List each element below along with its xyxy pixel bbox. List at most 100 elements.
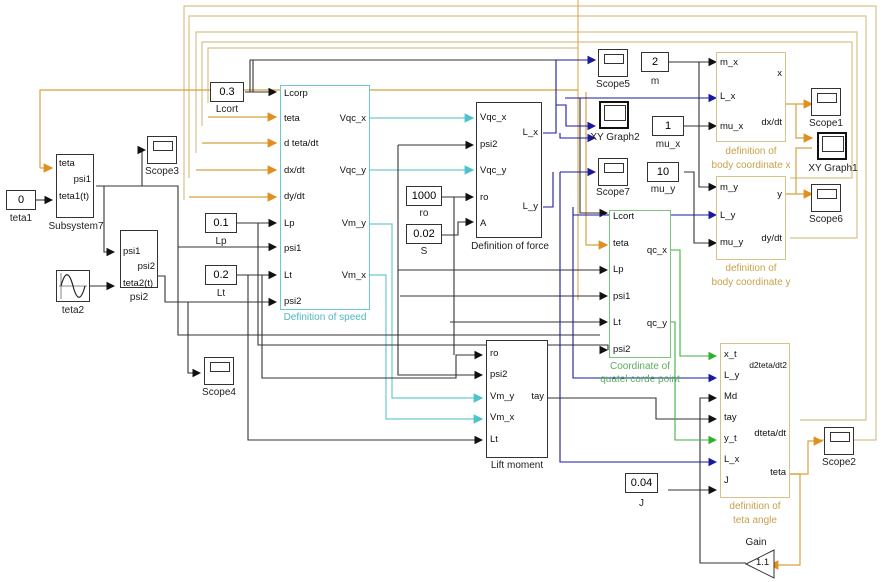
- port-in: psi1: [123, 246, 141, 257]
- label-definition-of-force: Definition of force: [471, 241, 549, 252]
- label-lift-moment: Lift moment: [490, 460, 544, 471]
- port-out: dteta/dt: [754, 428, 786, 439]
- label-definition-of-speed: Definition of speed: [283, 312, 367, 323]
- constant-teta1[interactable]: 0: [6, 190, 36, 210]
- port-in: y_t: [724, 433, 737, 444]
- port-out: teta: [770, 467, 786, 478]
- label-subsystem7: Subsystem7: [48, 221, 104, 232]
- port-out: qc_y: [646, 318, 667, 329]
- constant-j[interactable]: 0.04: [625, 473, 658, 493]
- port-out: Vqc_y: [339, 165, 366, 176]
- constant-ro[interactable]: 1000: [406, 186, 442, 206]
- label-mu-x: mu_x: [655, 139, 681, 150]
- label-definition-of: definition of: [725, 146, 777, 157]
- label-teta-angle: teta angle: [733, 515, 777, 526]
- label-lt: Lt: [216, 288, 226, 299]
- port-out: dx/dt: [761, 117, 782, 128]
- port-in: L_x: [720, 91, 736, 102]
- block-subsystem7[interactable]: teta psi1 teta1(t): [56, 154, 94, 218]
- block-body-coordinate-x[interactable]: m_x L_x mu_x x dx/dt: [716, 52, 786, 142]
- scope1[interactable]: [811, 88, 841, 116]
- label-quarter-chord-point: quatel corde point: [600, 374, 680, 385]
- block-lift-moment[interactable]: ro psi2 Vm_y Vm_x Lt tay: [486, 340, 548, 458]
- port-in: teta: [59, 158, 75, 169]
- label-body-coordinate-x: body coordinate x: [711, 160, 791, 171]
- scope3[interactable]: [147, 136, 177, 164]
- port-out: Vqc_x: [339, 113, 366, 124]
- scope5[interactable]: [598, 49, 628, 77]
- port-in: J: [724, 475, 729, 486]
- sine-wave-source[interactable]: [56, 270, 90, 302]
- label-lp: Lp: [215, 236, 227, 247]
- wire-tan: [183, 5, 877, 441]
- port-in: teta: [284, 113, 300, 124]
- port-out: dy/dt: [761, 233, 782, 244]
- xy-graph2[interactable]: [599, 101, 629, 129]
- port-in: A: [480, 218, 487, 229]
- scope7[interactable]: [598, 158, 628, 186]
- label-teta1: teta1: [9, 213, 33, 224]
- label-coordinate-of: Coordinate of: [609, 361, 671, 372]
- port-in: dx/dt: [284, 165, 305, 176]
- port-in: Lt: [490, 434, 498, 445]
- port-in: m_y: [720, 182, 738, 193]
- constant-mu-y[interactable]: 10: [647, 162, 679, 182]
- label-xy-graph2: XY Graph2: [590, 132, 640, 143]
- scope6[interactable]: [811, 184, 841, 212]
- scope4[interactable]: [204, 357, 234, 385]
- scope2[interactable]: [824, 427, 854, 455]
- port-out: y: [777, 189, 782, 200]
- port-in: Vm_y: [490, 391, 515, 402]
- port-in: Lt: [613, 317, 621, 328]
- port-in: Vqc_x: [480, 112, 507, 123]
- xy-graph1[interactable]: [817, 132, 847, 160]
- block-definition-of-speed[interactable]: Lcorp teta d teta/dt dx/dt dy/dt Lp psi1…: [280, 85, 370, 310]
- label-s: S: [420, 246, 428, 257]
- gain-block[interactable]: [744, 548, 776, 580]
- label-scope6: Scope6: [809, 214, 843, 225]
- label-scope5: Scope5: [596, 79, 630, 90]
- label-scope2: Scope2: [822, 457, 856, 468]
- port-in: d teta/dt: [284, 138, 319, 149]
- port-in: psi2: [613, 344, 631, 355]
- constant-mu-x[interactable]: 1: [652, 116, 684, 136]
- block-teta-angle[interactable]: x_t L_y Md tay y_t L_x J d2teta/dt2 dtet…: [720, 343, 790, 498]
- label-xy-graph1: XY Graph1: [808, 163, 858, 174]
- port-in: psi2: [480, 139, 498, 150]
- constant-lt[interactable]: 0.2: [205, 265, 237, 285]
- constant-lcort[interactable]: 0.3: [210, 82, 244, 102]
- block-psi2[interactable]: psi1 psi2 teta2(t): [120, 230, 158, 289]
- port-out: psi2: [137, 261, 155, 272]
- label-scope4: Scope4: [202, 387, 236, 398]
- sine-wave-icon: [59, 273, 87, 299]
- port-in: L_x: [724, 454, 740, 465]
- wire-tan: [188, 15, 867, 421]
- port-out: L_y: [522, 201, 538, 212]
- port-out: qc_x: [646, 245, 667, 256]
- port-out: tay: [531, 391, 544, 402]
- constant-lp[interactable]: 0.1: [205, 213, 237, 233]
- block-coordinate-of-quarter-chord-point[interactable]: Lcort teta Lp psi1 Lt psi2 qc_x qc_y: [609, 210, 671, 358]
- constant-s[interactable]: 0.02: [406, 224, 442, 244]
- label-lcort: Lcort: [215, 104, 239, 115]
- port-out: x: [777, 68, 782, 79]
- port-in: L_y: [720, 210, 736, 221]
- label-definition-of: definition of: [729, 501, 781, 512]
- port-out: psi1: [73, 174, 91, 185]
- port-in: teta2(t): [123, 278, 154, 289]
- constant-m[interactable]: 2: [641, 52, 669, 72]
- port-in: x_t: [724, 349, 737, 360]
- port-in: psi2: [490, 369, 508, 380]
- port-in: dy/dt: [284, 191, 305, 202]
- port-in: psi2: [284, 296, 302, 307]
- port-in: teta1(t): [59, 191, 90, 202]
- port-in: mu_y: [720, 237, 744, 248]
- port-in: m_x: [720, 57, 738, 68]
- port-in: psi1: [284, 243, 302, 254]
- block-body-coordinate-y[interactable]: m_y L_y mu_y y dy/dt: [716, 176, 786, 260]
- port-in: teta: [613, 238, 629, 249]
- port-in: Lp: [613, 264, 624, 275]
- block-definition-of-force[interactable]: Vqc_x psi2 Vqc_y ro A L_x L_y: [476, 102, 542, 238]
